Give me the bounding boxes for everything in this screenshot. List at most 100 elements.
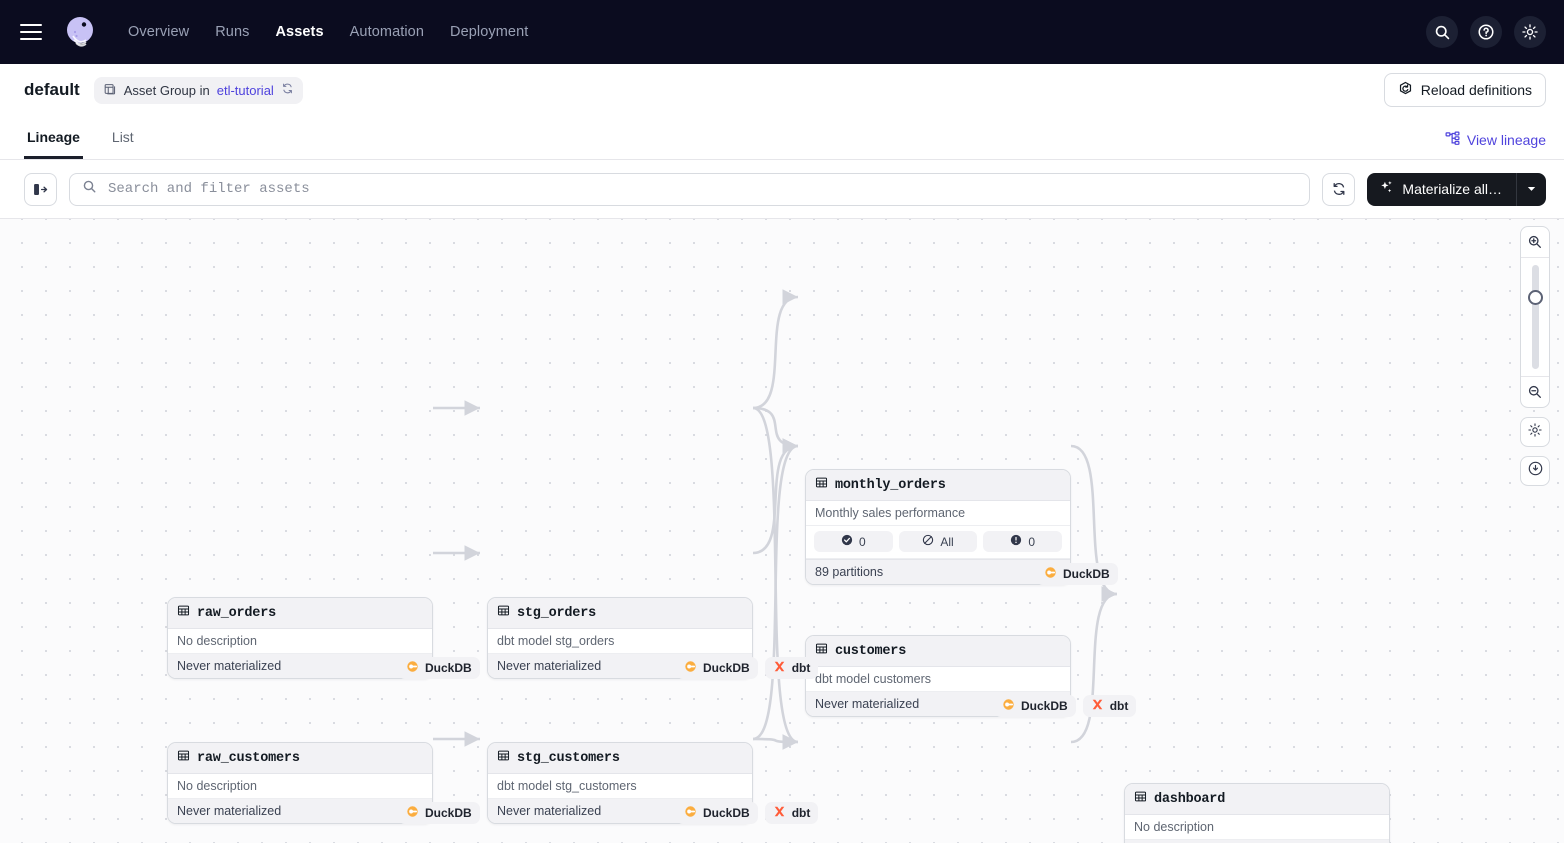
refresh-graph-button[interactable]	[1322, 172, 1356, 206]
search-icon[interactable]	[1426, 16, 1458, 48]
asset-node-tags-stg_customers: DuckDB dbt	[676, 802, 819, 824]
zoom-slider-box	[1520, 226, 1550, 408]
asset-node-description: dbt model stg_customers	[488, 774, 752, 799]
dbt-icon	[773, 805, 786, 821]
page-header: default Asset Group in etl-tutorial	[0, 64, 1564, 116]
sparkle-icon	[1379, 180, 1394, 198]
asset-node-tags-raw_orders: DuckDB	[398, 657, 480, 679]
view-lineage-link[interactable]: View lineage	[1445, 131, 1546, 149]
partition-badge[interactable]: 0	[983, 531, 1063, 552]
main-nav-links: Overview Runs Assets Automation Deployme…	[126, 20, 530, 44]
search-input[interactable]	[106, 180, 1298, 198]
page-title: default	[24, 80, 80, 99]
nav-link-deployment[interactable]: Deployment	[450, 24, 529, 40]
asset-node-description: Monthly sales performance	[806, 501, 1070, 526]
tag-duckdb[interactable]: DuckDB	[398, 657, 480, 679]
help-icon[interactable]	[1470, 16, 1502, 48]
gear-icon[interactable]	[1514, 16, 1546, 48]
exclamation-circle-icon	[1010, 534, 1022, 549]
tag-label: DuckDB	[1063, 567, 1110, 581]
asset-node-tags-raw_customers: DuckDB	[398, 802, 480, 824]
tag-label: DuckDB	[425, 806, 472, 820]
search-and-filter-box[interactable]	[69, 172, 1311, 206]
zoom-to-fit-button[interactable]	[1520, 456, 1550, 486]
asset-node-title: dashboard	[1154, 791, 1226, 807]
asset-group-link[interactable]: etl-tutorial	[216, 82, 274, 98]
duckdb-icon	[406, 660, 419, 676]
graph-edge	[1070, 586, 1118, 744]
nav-link-assets[interactable]: Assets	[275, 24, 324, 40]
tag-label: DuckDB	[425, 661, 472, 675]
tag-label: DuckDB	[1021, 699, 1068, 713]
reload-definitions-label: Reload definitions	[1420, 82, 1532, 98]
materialize-all-button[interactable]: Materialize all…	[1367, 172, 1516, 206]
hamburger-icon[interactable]	[20, 24, 42, 40]
lineage-icon	[1445, 131, 1460, 149]
asset-node-status: Never materialized	[168, 799, 432, 823]
tag-duckdb[interactable]: DuckDB	[398, 802, 480, 824]
asset-node-tags-monthly_orders: DuckDB	[1036, 563, 1118, 585]
asset-node-header: monthly_orders	[806, 470, 1070, 501]
graph-edges	[432, 289, 1118, 750]
tag-label: DuckDB	[703, 806, 750, 820]
table-icon	[497, 604, 510, 622]
gear-icon	[1527, 422, 1543, 443]
asset-node-header: customers	[806, 636, 1070, 667]
zoom-to-fit-icon	[1527, 460, 1544, 482]
asset-node-description: dbt model customers	[806, 667, 1070, 692]
tab-list[interactable]: List	[111, 129, 134, 145]
duckdb-icon	[684, 805, 697, 821]
asset-node-header: stg_orders	[488, 598, 752, 629]
duckdb-icon	[406, 805, 419, 821]
asset-group-prefix: Asset Group in	[123, 82, 210, 98]
tag-dbt[interactable]: dbt	[1082, 695, 1137, 717]
nav-actions	[1426, 16, 1546, 48]
tag-dbt[interactable]: dbt	[764, 657, 819, 679]
reload-definitions-button[interactable]: Reload definitions	[1383, 73, 1546, 107]
slash-circle-icon	[922, 534, 934, 549]
asset-group-chip[interactable]: Asset Group in etl-tutorial	[93, 76, 303, 104]
tag-duckdb[interactable]: DuckDB	[994, 695, 1076, 717]
duckdb-icon	[1002, 698, 1015, 714]
asset-node-title: customers	[835, 643, 907, 659]
view-lineage-label: View lineage	[1466, 132, 1546, 148]
partition-badge-row: 0 All 0	[806, 526, 1070, 559]
partition-badge[interactable]: All	[898, 531, 978, 552]
zoom-out-icon[interactable]	[1521, 377, 1549, 407]
asset-group-icon	[103, 82, 117, 99]
tag-dbt[interactable]: dbt	[764, 802, 819, 824]
asset-node-tags-stg_orders: DuckDB dbt	[676, 657, 819, 679]
tag-duckdb[interactable]: DuckDB	[676, 657, 758, 679]
nav-link-overview[interactable]: Overview	[128, 24, 190, 40]
asset-node-header: dashboard	[1125, 784, 1389, 815]
asset-node-status: Never materialized	[168, 654, 432, 678]
tag-duckdb[interactable]: DuckDB	[1036, 563, 1118, 585]
refresh-icon[interactable]	[281, 82, 294, 98]
panel-expand-icon[interactable]	[24, 172, 57, 206]
search-icon	[82, 179, 97, 199]
materialize-all-group: Materialize all…	[1367, 172, 1546, 206]
partition-badge[interactable]: 0	[814, 531, 893, 552]
asset-node-title: raw_customers	[197, 750, 300, 766]
tab-lineage[interactable]: Lineage	[24, 129, 83, 159]
dbt-icon	[773, 660, 786, 676]
graph-settings-button[interactable]	[1520, 417, 1550, 447]
tag-duckdb[interactable]: DuckDB	[676, 802, 758, 824]
zoom-in-icon[interactable]	[1521, 227, 1549, 257]
materialize-dropdown-button[interactable]	[1516, 172, 1546, 206]
nav-link-automation[interactable]: Automation	[349, 24, 425, 40]
dagster-logo-icon[interactable]	[60, 12, 100, 52]
zoom-slider[interactable]	[1521, 257, 1549, 377]
zoom-controls	[1520, 226, 1550, 486]
asset-node-description: No description	[1125, 815, 1389, 840]
table-icon	[815, 642, 828, 660]
nav-link-runs[interactable]: Runs	[215, 24, 250, 40]
zoom-slider-thumb[interactable]	[1527, 290, 1543, 305]
partition-badge-label: All	[940, 534, 954, 549]
